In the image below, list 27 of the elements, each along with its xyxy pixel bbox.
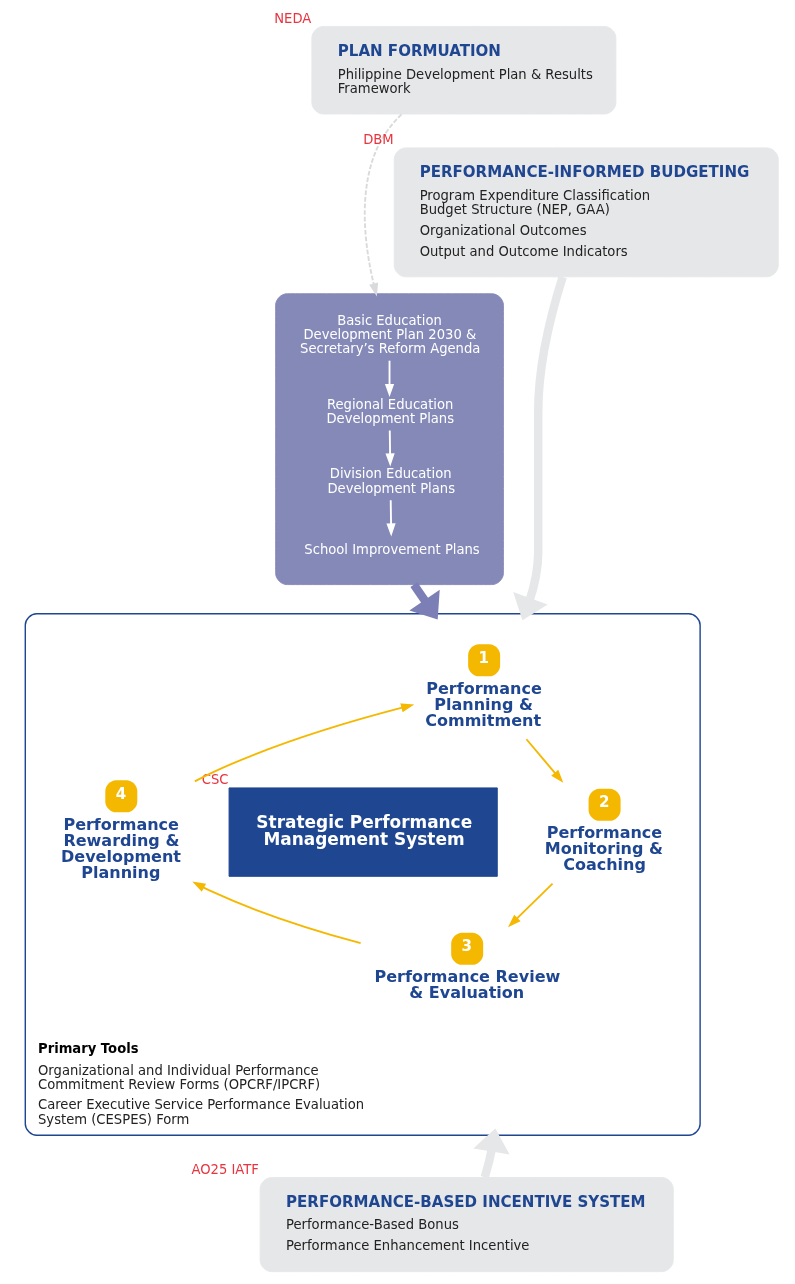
arrow <box>507 882 553 928</box>
arrow <box>191 881 362 945</box>
node-label: Performance Review & Evaluation <box>373 967 560 1003</box>
arrow <box>525 738 563 783</box>
node-text: Basic Education Development Plan 2030 & Secretary’s Reform Agenda <box>299 313 480 357</box>
arrow <box>472 1128 510 1179</box>
node-box: PERFORMANCE-INFORMED BUDGETING Program Expenditure Classification Budget Structure (NEP, GAA) Organizational Outcomes Output and Outcome Indicators <box>393 147 779 278</box>
node-label: Performance Monitoring & Coaching <box>544 823 663 875</box>
node-box: PERFORMANCE-BASED INCENTIVE SYSTEM Performance-Based Bonus Performance Enhancement Incentive <box>259 1177 674 1273</box>
node-label: NEDA <box>273 10 311 26</box>
arrow <box>363 113 402 297</box>
arrow <box>385 499 396 537</box>
node-box: PLAN FORMUATION Philippine Development Plan & Results Framework <box>310 26 616 115</box>
arrow <box>408 582 440 620</box>
node-text: School Improvement Plans <box>303 542 480 558</box>
node-label: AO25 IATF <box>190 1161 259 1177</box>
arrow <box>512 275 567 621</box>
node-label: Performance Rewarding & Development Planning <box>60 814 181 882</box>
arrow <box>384 359 394 398</box>
node-text: Regional Education Development Plans <box>325 396 454 426</box>
node-box: Strategic Performance Management System <box>228 787 498 877</box>
arrow <box>193 703 414 783</box>
node-label: Performance Planning & Commitment <box>424 678 542 730</box>
cluster <box>274 293 504 586</box>
node-text: Division Education Development Plans <box>326 466 455 496</box>
node-label: DBM <box>362 132 394 148</box>
arrow <box>384 429 395 467</box>
